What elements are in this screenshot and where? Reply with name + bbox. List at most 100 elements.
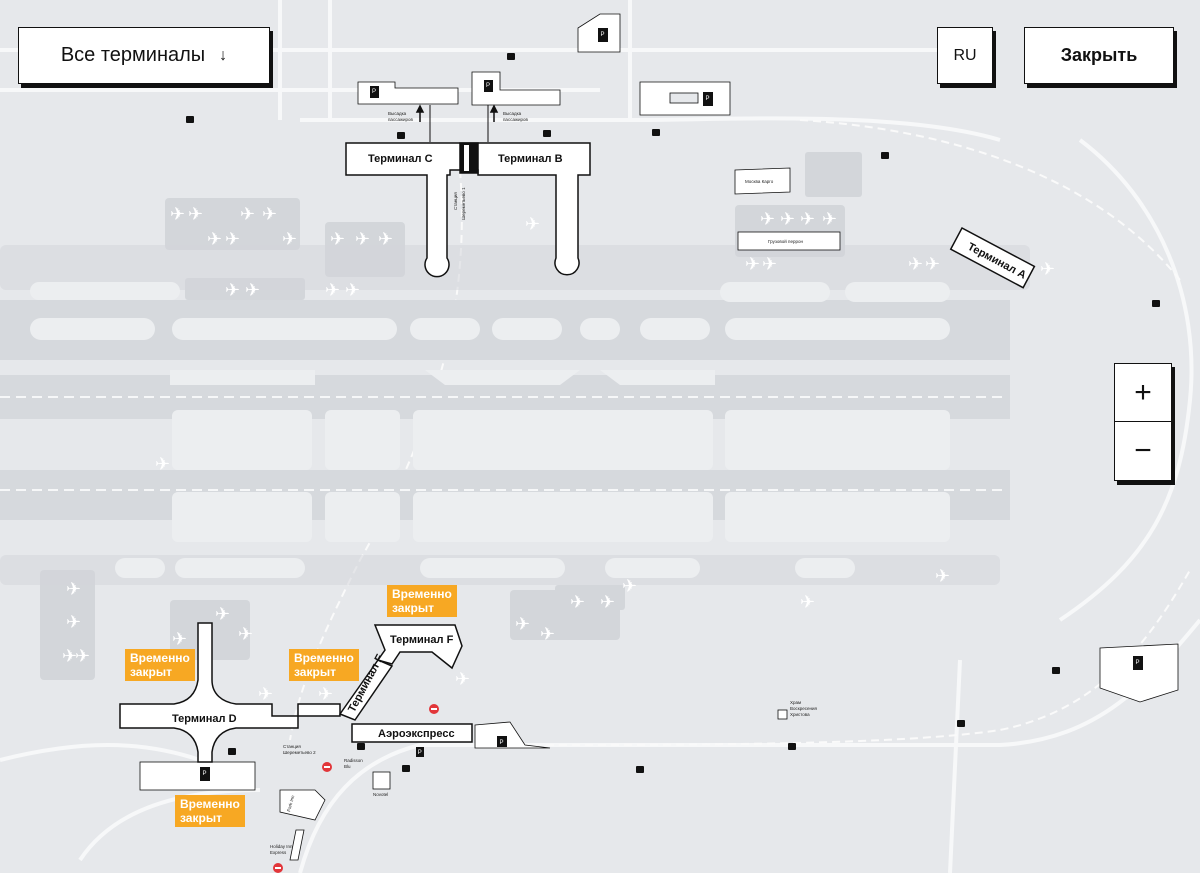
badge-line: Временно [180, 797, 240, 811]
svg-text:✈: ✈ [525, 214, 540, 235]
svg-text:Holiday Inn: Holiday Inn [270, 844, 293, 849]
zoom-in-button[interactable]: + [1115, 364, 1171, 422]
badge-line: закрыт [294, 665, 336, 679]
svg-text:Radisson: Radisson [344, 758, 363, 763]
svg-text:P: P [486, 83, 490, 89]
svg-text:Станция: Станция [283, 744, 301, 749]
svg-text:✈: ✈ [780, 209, 795, 230]
closed-badge-terminal-f: Временно закрыт [387, 585, 457, 617]
svg-text:✈: ✈ [515, 614, 530, 635]
badge-line: Временно [392, 587, 452, 601]
closed-badge-parking-d: Временно закрыт [175, 795, 245, 827]
zoom-out-button[interactable]: − [1134, 434, 1152, 467]
terminal-bc-building[interactable] [345, 142, 591, 278]
badge-line: Временно [294, 651, 354, 665]
terminal-d-label[interactable]: Терминал D [172, 713, 237, 725]
svg-text:✈: ✈ [455, 669, 470, 690]
map-small-labels: Высадка пассажиров Высадка пассажиров Мо… [270, 111, 817, 855]
svg-text:✈: ✈ [570, 592, 585, 613]
terminal-select-dropdown[interactable]: Все терминалы ↓ [18, 27, 270, 84]
svg-text:✈: ✈ [170, 204, 185, 225]
svg-text:✈: ✈ [330, 229, 345, 250]
svg-text:Христова: Христова [790, 712, 810, 717]
svg-text:✈: ✈ [378, 229, 393, 250]
svg-text:✈: ✈ [172, 629, 187, 650]
svg-text:✈: ✈ [188, 204, 203, 225]
svg-text:✈: ✈ [622, 576, 637, 597]
closed-badge-terminal-d: Временно закрыт [125, 649, 195, 681]
badge-line: Временно [130, 651, 190, 665]
svg-text:✈: ✈ [345, 280, 360, 301]
badge-line: закрыт [180, 811, 222, 825]
svg-text:Blu: Blu [344, 764, 351, 769]
svg-text:Express: Express [270, 850, 287, 855]
svg-text:✈: ✈ [240, 204, 255, 225]
terminal-c-label[interactable]: Терминал C [368, 153, 433, 165]
svg-text:✈: ✈ [800, 209, 815, 230]
svg-text:пассажиров: пассажиров [503, 117, 528, 122]
svg-text:✈: ✈ [935, 566, 950, 587]
svg-text:✈: ✈ [600, 592, 615, 613]
svg-text:P: P [601, 32, 605, 38]
svg-text:P: P [500, 740, 504, 746]
buildings [139, 13, 1179, 861]
svg-text:P: P [203, 771, 207, 777]
svg-text:Park Inn: Park Inn [286, 794, 295, 812]
svg-text:✈: ✈ [282, 229, 297, 250]
badge-line: закрыт [392, 601, 434, 615]
svg-text:✈: ✈ [155, 454, 170, 475]
svg-text:✈: ✈ [258, 684, 273, 705]
aircraft-icons: ✈✈ ✈✈ ✈✈ ✈ ✈✈✈ ✈✈ ✈✈ ✈ ✈✈✈✈ ✈✈ ✈✈ ✈ ✈✈ ✈… [62, 204, 1055, 705]
terminal-select-label: Все терминалы [60, 44, 206, 66]
terminal-d-building[interactable] [119, 622, 341, 763]
svg-text:✈: ✈ [75, 646, 90, 667]
svg-text:✈: ✈ [800, 592, 815, 613]
svg-text:✈: ✈ [822, 209, 837, 230]
svg-text:Грузовой перрон: Грузовой перрон [768, 238, 803, 244]
terminal-f-building[interactable] [373, 624, 463, 670]
svg-text:пассажиров: пассажиров [388, 117, 413, 122]
svg-text:Шереметьево 2: Шереметьево 2 [283, 750, 316, 755]
svg-text:✈: ✈ [745, 254, 760, 275]
svg-text:✈: ✈ [225, 280, 240, 301]
svg-text:Novotel: Novotel [373, 792, 388, 797]
svg-text:P: P [372, 89, 376, 95]
zoom-controls: + − [1114, 363, 1172, 481]
close-button[interactable]: Закрыть [1024, 27, 1174, 84]
no-entry-icons [273, 704, 439, 873]
svg-text:✈: ✈ [925, 254, 940, 275]
svg-text:✈: ✈ [238, 624, 253, 645]
parking-markers: P P P P P P P P [200, 28, 1143, 781]
svg-text:Храм: Храм [790, 700, 801, 705]
svg-text:P: P [1136, 660, 1140, 666]
badge-line: закрыт [130, 665, 172, 679]
svg-text:✈: ✈ [762, 254, 777, 275]
svg-text:✈: ✈ [760, 209, 775, 230]
svg-text:Высадка: Высадка [388, 111, 407, 116]
svg-text:✈: ✈ [908, 254, 923, 275]
svg-text:Высадка: Высадка [503, 111, 522, 116]
svg-text:Станция: Станция [453, 192, 458, 210]
svg-text:✈: ✈ [245, 280, 260, 301]
svg-text:✈: ✈ [66, 579, 81, 600]
svg-text:Москва Карго: Москва Карго [745, 179, 774, 184]
svg-text:✈: ✈ [355, 229, 370, 250]
language-button[interactable]: RU [937, 27, 993, 84]
dropoff-arrows [415, 104, 499, 142]
svg-text:✈: ✈ [1040, 259, 1055, 280]
svg-text:Шереметьево 1: Шереметьево 1 [461, 187, 466, 220]
terminal-f-label[interactable]: Терминал F [390, 634, 454, 646]
aeroexpress-station[interactable]: Аэроэкспресс [351, 723, 473, 743]
svg-text:✈: ✈ [225, 229, 240, 250]
svg-text:P: P [418, 750, 422, 756]
svg-text:✈: ✈ [540, 624, 555, 645]
svg-text:✈: ✈ [207, 229, 222, 250]
aeroexpress-label: Аэроэкспресс [378, 728, 455, 740]
terminal-b-label[interactable]: Терминал B [498, 153, 563, 165]
svg-text:✈: ✈ [215, 604, 230, 625]
svg-text:✈: ✈ [318, 684, 333, 705]
taxiway-islands [30, 282, 950, 578]
svg-text:✈: ✈ [62, 646, 77, 667]
bus-stop-icons [186, 53, 1160, 773]
